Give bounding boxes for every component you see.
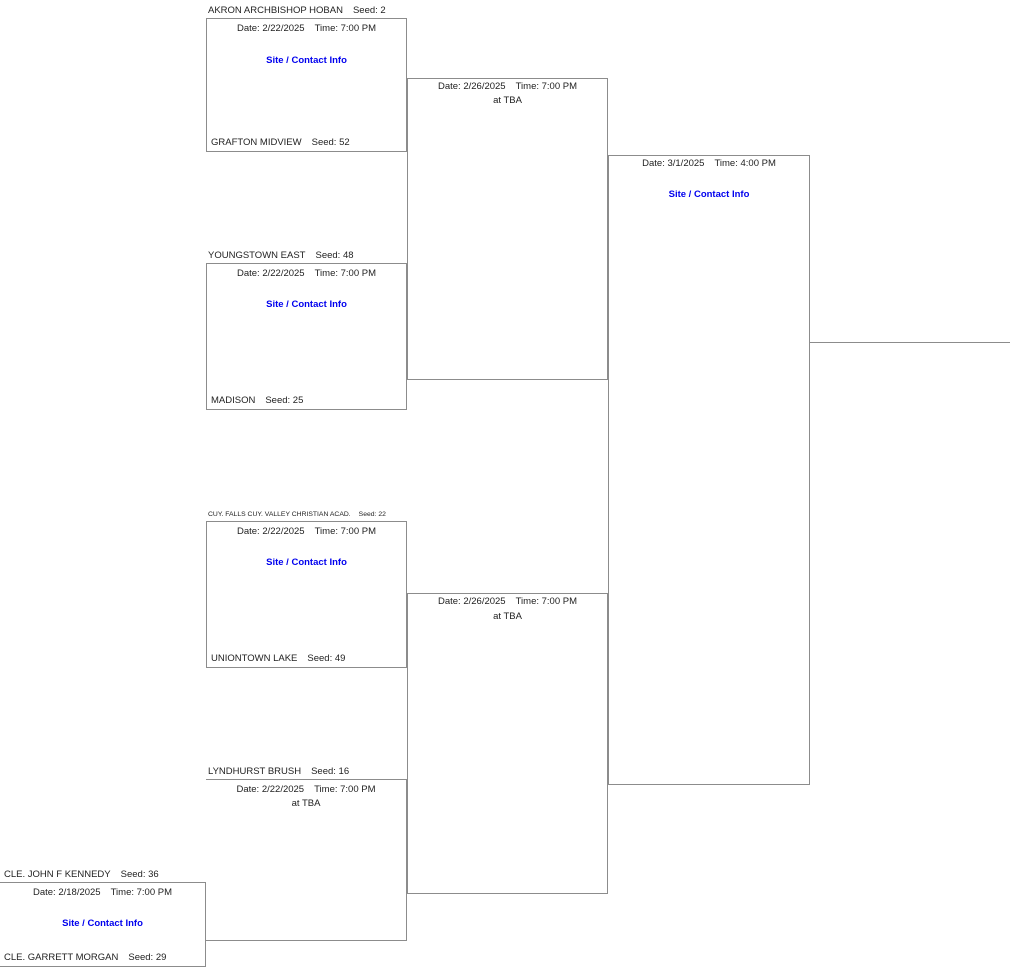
game-schedule: Date: 2/22/2025 Time: 7:00 PM (206, 784, 406, 795)
winner-advancement-line (810, 342, 1010, 343)
game-date: Date: 2/22/2025 (236, 23, 305, 34)
game-time: Time: 4:00 PM (714, 158, 776, 169)
team-seed: Seed: 29 (128, 952, 167, 963)
matchup-box-round1-game2: Date: 2/22/2025 Time: 7:00 PM Site / Con… (206, 263, 407, 410)
site-contact-link[interactable]: Site / Contact Info (266, 557, 347, 568)
team-seed: Seed: 49 (307, 653, 346, 664)
team-name: AKRON ARCHBISHOP HOBAN (208, 5, 343, 16)
team-label-madison: MADISON Seed: 25 (211, 395, 303, 406)
team-seed: Seed: 48 (315, 250, 354, 261)
game-date: Date: 2/18/2025 (32, 887, 101, 898)
team-name: CUY. FALLS CUY. VALLEY CHRISTIAN ACAD. (208, 511, 351, 518)
game-time: Time: 7:00 PM (314, 526, 377, 537)
game-time: Time: 7:00 PM (110, 887, 173, 898)
team-seed: Seed: 2 (352, 5, 386, 16)
team-seed: Seed: 25 (265, 395, 304, 406)
team-name: CLE. JOHN F KENNEDY (4, 869, 111, 880)
team-label-cle-john-f-kennedy: CLE. JOHN F KENNEDY Seed: 36 (4, 869, 159, 880)
site-contact-link[interactable]: Site / Contact Info (266, 55, 347, 66)
game-venue: at TBA (493, 95, 522, 106)
site-contact-link[interactable]: Site / Contact Info (266, 299, 347, 310)
game-venue: at TBA (493, 611, 522, 622)
matchup-box-playin: Date: 2/18/2025 Time: 7:00 PM Site / Con… (0, 882, 206, 967)
game-time: Time: 7:00 PM (314, 268, 377, 279)
game-date: Date: 2/26/2025 (437, 596, 506, 607)
team-name: CLE. GARRETT MORGAN (4, 952, 119, 963)
game-time: Time: 7:00 PM (314, 23, 377, 34)
game-schedule: Date: 2/26/2025 Time: 7:00 PM (408, 596, 607, 607)
team-seed: Seed: 52 (311, 137, 350, 148)
team-label-youngstown-east: YOUNGSTOWN EAST Seed: 48 (208, 250, 354, 261)
game-date: Date: 2/26/2025 (437, 81, 506, 92)
team-label-lyndhurst-brush: LYNDHURST BRUSH Seed: 16 (208, 766, 349, 777)
game-venue: at TBA (291, 798, 321, 809)
game-schedule: Date: 2/18/2025 Time: 7:00 PM (0, 887, 205, 898)
game-date: Date: 2/22/2025 (236, 526, 305, 537)
game-date: Date: 2/22/2025 (236, 268, 305, 279)
team-label-cuy-valley-christian: CUY. FALLS CUY. VALLEY CHRISTIAN ACAD. S… (208, 509, 386, 520)
game-schedule: Date: 3/1/2025 Time: 4:00 PM (609, 158, 809, 169)
team-name: GRAFTON MIDVIEW (211, 137, 302, 148)
team-label-cle-garrett-morgan: CLE. GARRETT MORGAN Seed: 29 (4, 952, 166, 963)
site-contact-link[interactable]: Site / Contact Info (668, 189, 750, 200)
game-schedule: Date: 2/22/2025 Time: 7:00 PM (207, 23, 406, 34)
game-time: Time: 7:00 PM (515, 81, 578, 92)
team-name: UNIONTOWN LAKE (211, 653, 298, 664)
game-time: Time: 7:00 PM (515, 596, 578, 607)
game-date: Date: 3/1/2025 (642, 158, 705, 169)
matchup-box-round2-game1: Date: 2/26/2025 Time: 7:00 PM at TBA (407, 78, 608, 380)
matchup-box-round3-final: Date: 3/1/2025 Time: 4:00 PM Site / Cont… (608, 155, 810, 785)
team-name: MADISON (211, 395, 256, 406)
matchup-box-round1-game1: Date: 2/22/2025 Time: 7:00 PM Site / Con… (206, 18, 407, 152)
game-schedule: Date: 2/22/2025 Time: 7:00 PM (207, 526, 406, 537)
team-seed: Seed: 36 (120, 869, 159, 880)
site-contact-link[interactable]: Site / Contact Info (62, 918, 143, 929)
game-time: Time: 7:00 PM (314, 784, 376, 795)
matchup-box-round2-game2: Date: 2/26/2025 Time: 7:00 PM at TBA (407, 593, 608, 894)
team-label-uniontown-lake: UNIONTOWN LAKE Seed: 49 (211, 653, 345, 664)
team-seed: Seed: 16 (311, 766, 350, 777)
game-date: Date: 2/22/2025 (236, 784, 305, 795)
game-schedule: Date: 2/26/2025 Time: 7:00 PM (408, 81, 607, 92)
team-label-grafton-midview: GRAFTON MIDVIEW Seed: 52 (211, 137, 350, 148)
team-name: YOUNGSTOWN EAST (208, 250, 306, 261)
matchup-box-round1-game3: Date: 2/22/2025 Time: 7:00 PM Site / Con… (206, 521, 407, 668)
matchup-box-round1-game4: Date: 2/22/2025 Time: 7:00 PM at TBA (206, 779, 407, 941)
team-seed: Seed: 22 (358, 511, 386, 518)
team-label-akron-archbishop-hoban: AKRON ARCHBISHOP HOBAN Seed: 2 (208, 5, 386, 16)
game-schedule: Date: 2/22/2025 Time: 7:00 PM (207, 268, 406, 279)
team-name: LYNDHURST BRUSH (208, 766, 302, 777)
